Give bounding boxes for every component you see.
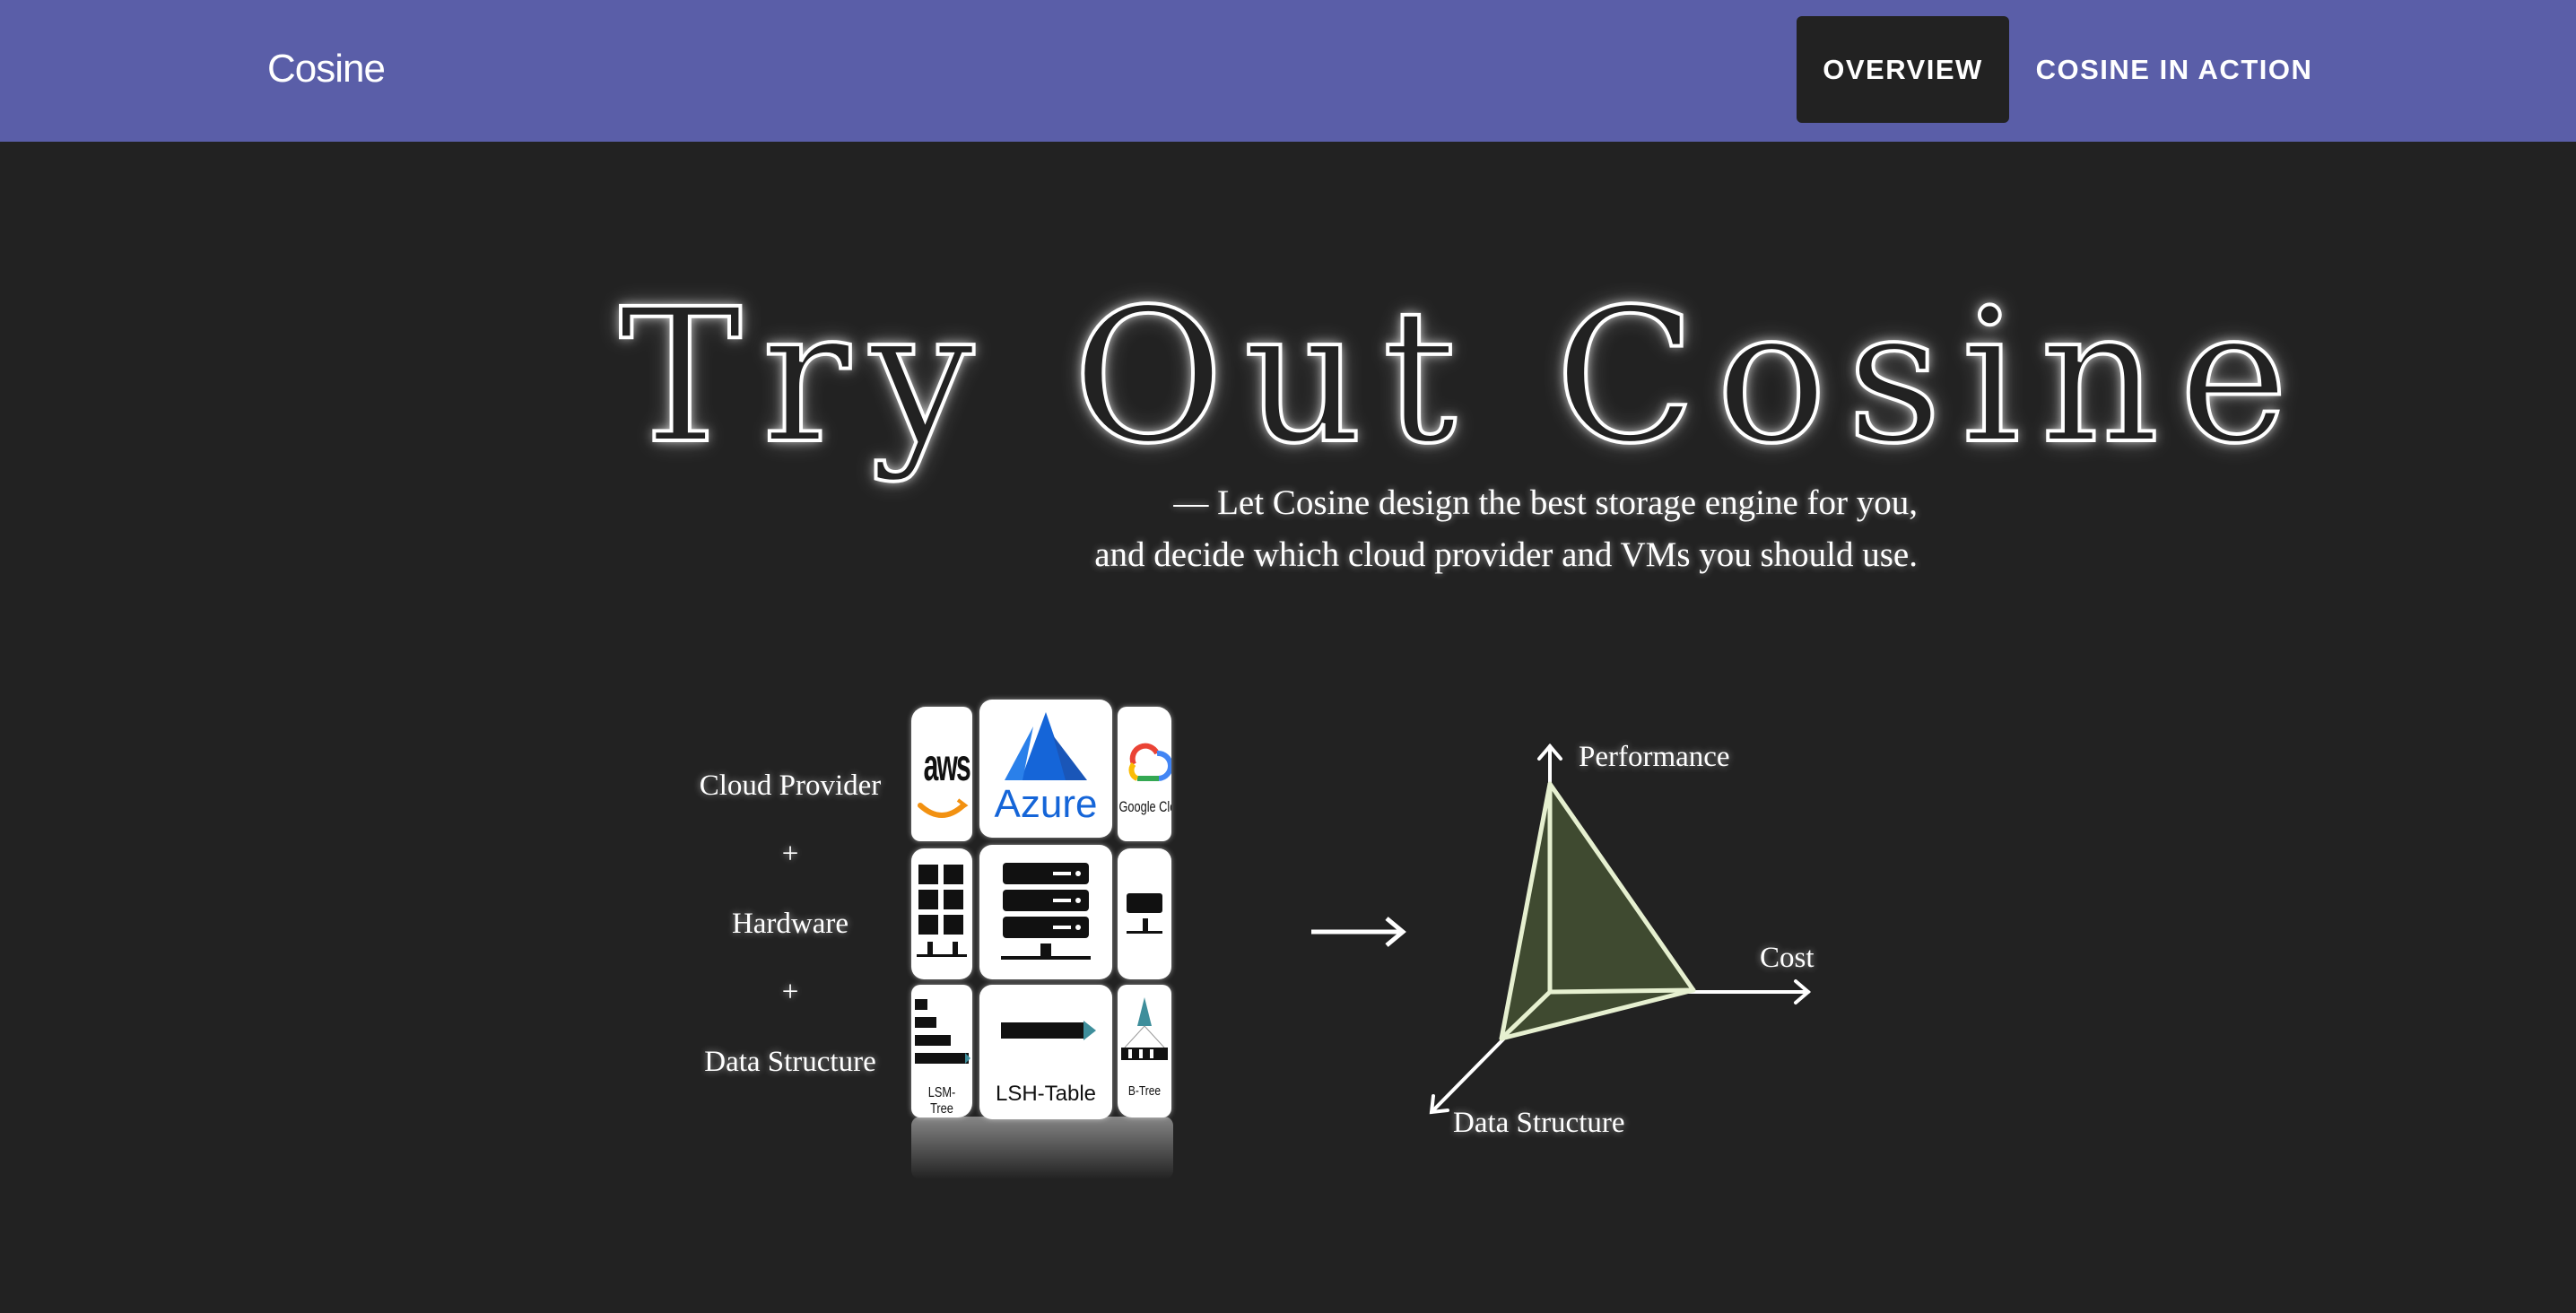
label-cloud-provider: Cloud Provider [699, 770, 882, 802]
tile-hardware-cluster [911, 848, 972, 979]
server-cluster-icon [917, 865, 967, 957]
azure-logo-icon [1005, 712, 1087, 780]
axis-label-data-structure: Data Structure [1453, 1107, 1625, 1139]
label-plus-1: + [781, 838, 799, 870]
google-cloud-text: Google Cloud [1118, 798, 1172, 815]
tile-b-tree: B-Tree [1118, 985, 1171, 1117]
label-data-structure: Data Structure [704, 1046, 876, 1078]
lsm-tree-label: LSM-Tree [927, 1085, 956, 1117]
hero-title: Try Out Cosine [617, 267, 2309, 486]
tile-azure: Azure [979, 700, 1112, 838]
lsm-tree-icon [915, 999, 970, 1064]
b-tree-icon [1121, 997, 1168, 1060]
label-plus-2: + [781, 976, 799, 1008]
server-rack-icon [1001, 863, 1091, 960]
hero-subtitle-line-2: and decide which cloud provider and VMs … [1094, 535, 1918, 574]
hero-subtitle: — Let Cosine design the best storage eng… [897, 477, 1918, 581]
google-cloud-icon [1128, 743, 1171, 781]
azure-logo-text: Azure [994, 782, 1098, 826]
tile-aws: aws [911, 707, 972, 841]
nav-tab-overview[interactable]: OVERVIEW [1797, 16, 2009, 123]
nav-tab-cosine-in-action[interactable]: COSINE IN ACTION [2035, 53, 2313, 85]
tile-lsh-table: LSH-Table [979, 985, 1112, 1119]
axis-label-cost: Cost [1760, 942, 1815, 974]
tile-google-cloud: Google Cloud [1118, 707, 1171, 841]
label-hardware: Hardware [731, 908, 849, 940]
tile-hardware-server [979, 845, 1112, 979]
hero-subtitle-line-1: — Let Cosine design the best storage eng… [1173, 483, 1918, 522]
top-navbar: Cosine OVERVIEW COSINE IN ACTION [0, 0, 2576, 142]
lsh-table-icon [1001, 1021, 1096, 1040]
design-space-cube: aws Azure Google Cloud [911, 700, 1173, 1193]
aws-smile-icon [918, 798, 969, 818]
tile-lsm-tree: LSM-Tree [911, 985, 972, 1117]
cube-reflection [911, 1117, 1173, 1179]
brand-logo[interactable]: Cosine [267, 47, 386, 91]
tile-hardware-single [1118, 848, 1171, 979]
server-single-icon [1127, 893, 1162, 934]
b-tree-label: B-Tree [1127, 1083, 1162, 1099]
axis-label-performance: Performance [1579, 741, 1730, 773]
right-arrow-icon [1311, 917, 1406, 947]
lsh-table-label: LSH-Table [995, 1082, 1097, 1106]
tradeoff-space-chart [1429, 743, 1812, 1115]
